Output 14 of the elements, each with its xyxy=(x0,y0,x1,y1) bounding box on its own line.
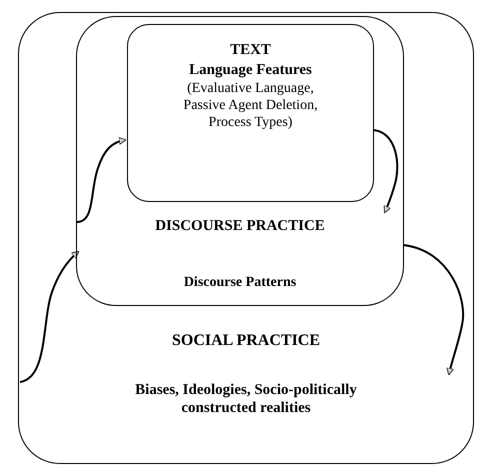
body-text: Language Features xyxy=(189,61,312,79)
heading-text: SOCIAL PRACTICE xyxy=(172,331,320,350)
body-text: Biases, Ideologies, Socio-politically constructed realities xyxy=(134,381,358,417)
body-text: Discourse Patterns xyxy=(184,275,296,292)
body-text: (Evaluative Language, Passive Agent Deletion, Process Types) xyxy=(182,81,319,132)
curved-arrow xyxy=(402,244,464,376)
outer-rounded-box xyxy=(18,12,474,464)
heading-text: DISCOURSE PRACTICE xyxy=(155,217,325,235)
curved-arrow xyxy=(76,137,126,223)
inner-rounded-box xyxy=(127,24,374,202)
middle-rounded-box xyxy=(76,16,404,306)
curved-arrow xyxy=(20,250,80,383)
curved-arrow xyxy=(372,129,398,214)
heading-text: TEXT xyxy=(230,41,271,59)
